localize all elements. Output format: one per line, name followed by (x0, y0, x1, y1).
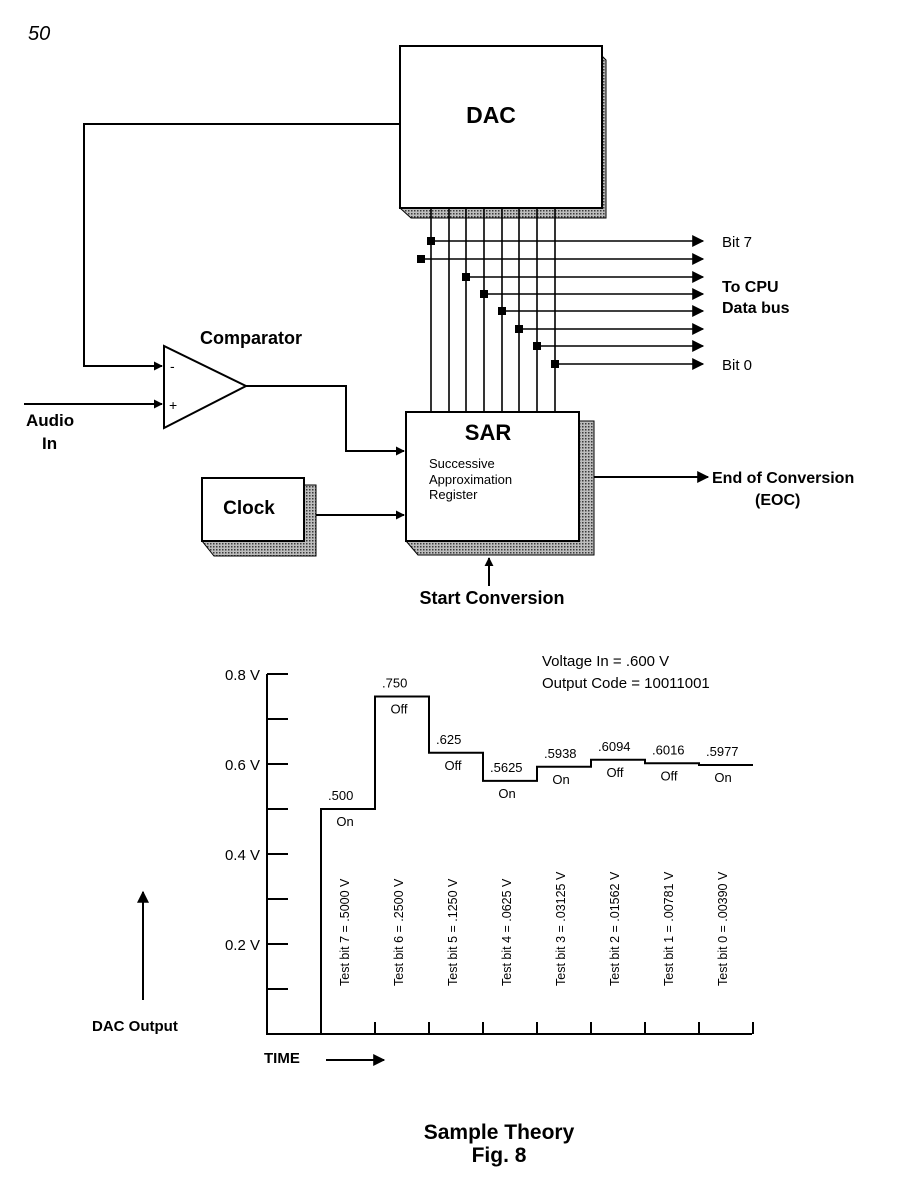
y-tick-label: 0.4 V (225, 847, 260, 864)
step-state-label: Off (444, 758, 461, 773)
step-value-label: .5938 (544, 746, 577, 761)
step-state-label: On (714, 770, 731, 785)
test-bit-label: Test bit 3 = .03125 V (554, 871, 568, 986)
y-tick-label: 0.8 V (225, 667, 260, 684)
bit7-label: Bit 7 (722, 234, 752, 251)
sar-desc-3: Register (429, 487, 478, 502)
step-state-label: On (498, 786, 515, 801)
voltage-in-label: Voltage In = .600 V (542, 653, 669, 670)
caption-figure: Fig. 8 (472, 1144, 527, 1167)
step-state-label: Off (660, 768, 677, 783)
x-axis-label: TIME (264, 1050, 300, 1067)
test-bit-label: Test bit 7 = .5000 V (338, 878, 352, 986)
sar-label: SAR (465, 420, 512, 445)
clock-block: Clock (200, 477, 317, 557)
step-state-label: Off (606, 765, 623, 780)
step-value-label: .5625 (490, 760, 523, 775)
eoc-label-2: (EOC) (755, 492, 800, 509)
step-state-label: On (552, 772, 569, 787)
y-tick-label: 0.2 V (225, 937, 260, 954)
output-code-label: Output Code = 10011001 (542, 675, 710, 692)
comparator-output-wire (246, 385, 405, 456)
y-ticks: 0.2 V 0.4 V 0.6 V 0.8 V (225, 667, 288, 990)
dac-block: DAC (398, 45, 607, 219)
sar-desc-2: Approximation (429, 472, 512, 487)
data-bus-outputs (421, 235, 705, 370)
y-tick-label: 0.6 V (225, 757, 260, 774)
step-value-label: .750 (382, 676, 407, 691)
y-axis-label: DAC Output (92, 1018, 178, 1035)
comparator-minus: - (170, 358, 175, 374)
sar-desc-1: Successive (429, 456, 495, 471)
bit0-label: Bit 0 (722, 357, 752, 374)
page-number: 50 (28, 23, 50, 45)
x-ticks (374, 1022, 754, 1034)
test-bit-label: Test bit 4 = .0625 V (500, 878, 514, 986)
test-bit-label: Test bit 6 = .2500 V (392, 878, 406, 986)
block-diagram: DAC Audio In - + Comparator SAR Successi… (24, 45, 854, 608)
test-bit-label: Test bit 5 = .1250 V (446, 878, 460, 986)
data-bus-vertical-lines (430, 208, 556, 412)
audio-in-label-2: In (42, 434, 57, 453)
step-value-label: .5977 (706, 744, 739, 759)
dac-label: DAC (466, 102, 516, 128)
data-bus-junctions (417, 237, 559, 368)
test-bit-label: Test bit 2 = .01562 V (608, 871, 622, 986)
step-state-label: On (336, 814, 353, 829)
dac-feedback-wire (83, 123, 400, 371)
cpu-label: To CPU (722, 279, 779, 296)
step-state-label: Off (390, 702, 407, 717)
step-value-label: .6016 (652, 742, 685, 757)
comparator-label: Comparator (200, 328, 302, 348)
caption-title: Sample Theory (424, 1121, 575, 1144)
sar-block: SAR Successive Approximation Register (404, 411, 595, 556)
step-value-label: .500 (328, 788, 353, 803)
step-value-label: .6094 (598, 739, 631, 754)
step-line (266, 695, 753, 1035)
eoc-label: End of Conversion (712, 470, 854, 487)
test-bit-label: Test bit 1 = .00781 V (662, 871, 676, 986)
cpu-label-2: Data bus (722, 300, 790, 317)
start-conversion-label: Start Conversion (419, 588, 564, 608)
comparator: - + Comparator (163, 328, 302, 430)
step-value-label: .625 (436, 732, 461, 747)
test-bit-label: Test bit 0 = .00390 V (716, 871, 730, 986)
comparator-plus: + (169, 397, 177, 413)
clock-label: Clock (223, 498, 275, 519)
audio-in-label: Audio (26, 411, 74, 430)
